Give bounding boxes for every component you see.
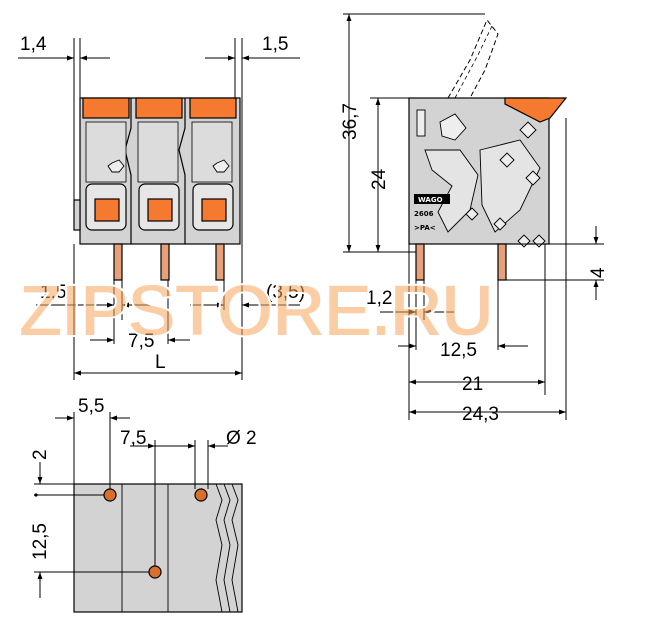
hole-3 [148,565,162,579]
lever-3 [189,97,237,119]
hole-2 [194,488,208,502]
watermark: ZIPSTORE.RU [18,269,492,352]
front-view [73,97,241,281]
dim-pin-length: 4 [588,267,609,278]
pin-2 [160,243,170,281]
wago-logo: WAGO [418,196,443,204]
dim-top-left: 1,4 [20,34,47,55]
material-label: >PA< [414,224,436,232]
dim-pin-spacing: 12,5 [440,340,477,361]
dim-body-height: 24 [369,168,390,190]
footprint-body [73,483,243,613]
dim-top-right: 1,5 [262,34,288,55]
side-pin-1 [415,243,425,281]
dim-total-height: 36,7 [340,103,361,140]
dim-pin-left: 1,5 [40,282,66,303]
side-lever [504,97,568,123]
dim-pin-right: (3,5) [266,282,305,303]
lever-2 [135,97,183,119]
dim-pitch: 7,5 [128,331,154,352]
side-view [408,19,568,281]
dim-length: L [155,352,166,373]
front-dimensions [18,38,300,380]
lever-1 [82,97,130,119]
wago-logo-box [414,194,450,204]
dim-depth: 21 [462,374,483,395]
dim-offset-y: 2 [30,449,51,460]
hole-1 [103,488,117,502]
footprint-dimensions [34,412,228,598]
series-label: 2606 [414,210,434,218]
dim-footprint-pitch: 7,5 [120,428,146,449]
dim-row-spacing: 12,5 [30,523,51,560]
side-dimensions [343,13,604,420]
pin-3 [215,243,225,281]
dim-hole-dia: Ø 2 [226,428,257,449]
pin-1 [113,243,123,281]
dim-overall-depth: 24,3 [462,404,499,425]
footprint-view [73,483,243,613]
dim-pin-width: 1,2 [366,288,392,309]
side-pin-2 [497,243,507,281]
dim-offset-x: 5,5 [78,396,104,417]
